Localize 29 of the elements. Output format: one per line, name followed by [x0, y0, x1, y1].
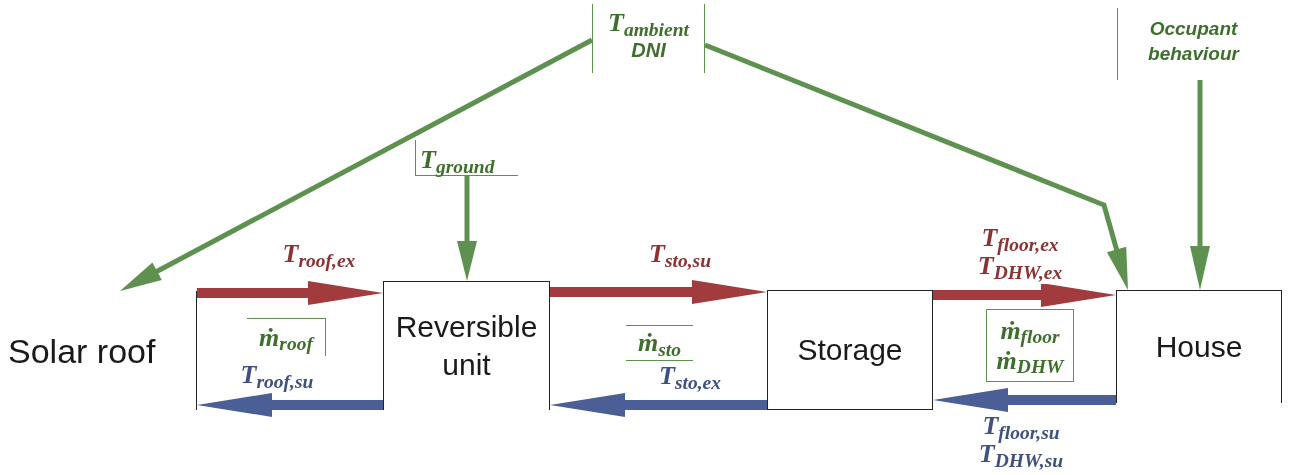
- arrow: [933, 283, 1116, 307]
- arrow: [457, 176, 477, 281]
- component-name: House: [1155, 329, 1243, 365]
- arrow: [197, 281, 383, 305]
- component-name: Reversible unit: [394, 309, 539, 383]
- input-name: DNI: [631, 38, 666, 62]
- process-box: [767, 290, 933, 410]
- variable-text: ṁ$_{sto}$: [638, 328, 681, 358]
- arrow: [550, 280, 767, 304]
- flow-rate-label: [247, 318, 326, 356]
- variable-text: ṁ$_{roof}$: [259, 322, 313, 353]
- process-box: [383, 281, 550, 410]
- process-box: [1116, 290, 1282, 403]
- component-name: Storage: [797, 332, 903, 368]
- arrow: [197, 393, 383, 417]
- variable-text: T$_{ambient}$: [608, 8, 689, 38]
- arrow: [933, 388, 1116, 412]
- bracketed-input-label: [415, 140, 518, 176]
- arrow: [118, 37, 594, 294]
- flow-rate-box: [986, 309, 1074, 382]
- variable-text: ṁ$_{floor}$: [1000, 315, 1060, 346]
- arrow: [704, 42, 1131, 291]
- arrow: [1190, 80, 1210, 290]
- variable-text: T$_{ground}$: [420, 145, 495, 175]
- flow-rate-label: [626, 325, 693, 361]
- bracketed-input-label: [592, 4, 705, 73]
- component-name: Solar roof: [8, 330, 156, 371]
- input-name: Occupant behaviour: [1147, 17, 1241, 66]
- arrow: [550, 393, 767, 417]
